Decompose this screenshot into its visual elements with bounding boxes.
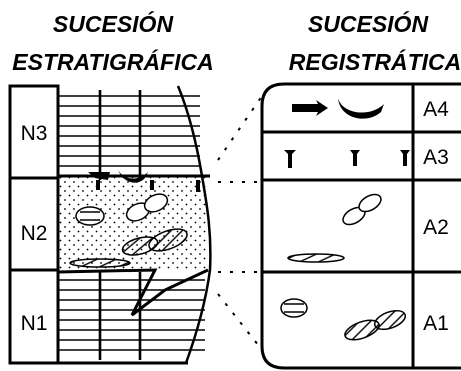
record-column: A4 A3 A2 A1 (260, 82, 461, 370)
right-title-line2: REGISTRÁTICA (289, 48, 461, 75)
record-label-a2: A2 (423, 216, 449, 239)
a1-fossils (280, 298, 407, 341)
a4-traces (292, 98, 384, 119)
level-label-n2: N2 (21, 222, 48, 245)
record-label-a3: A3 (423, 146, 449, 169)
level-label-n1: N1 (21, 312, 48, 335)
left-title-line2: ESTRATIGRÁFICA (12, 48, 213, 75)
a2-fossils (287, 193, 382, 263)
record-label-a4: A4 (423, 98, 449, 121)
contact-traces (88, 170, 200, 192)
record-label-a1: A1 (423, 312, 449, 335)
right-title-line1: SUCESIÓN (308, 10, 429, 37)
n1-laminated-layer (58, 279, 205, 351)
left-title-line1: SUCESIÓN (53, 10, 174, 37)
n3-laminated-layer (58, 95, 200, 167)
n2-fossils (69, 193, 188, 268)
stratigraphic-column: N3 N2 N1 (8, 84, 212, 365)
a3-traces (284, 150, 410, 168)
level-label-n3: N3 (21, 122, 48, 145)
correlation-lines (217, 95, 263, 351)
